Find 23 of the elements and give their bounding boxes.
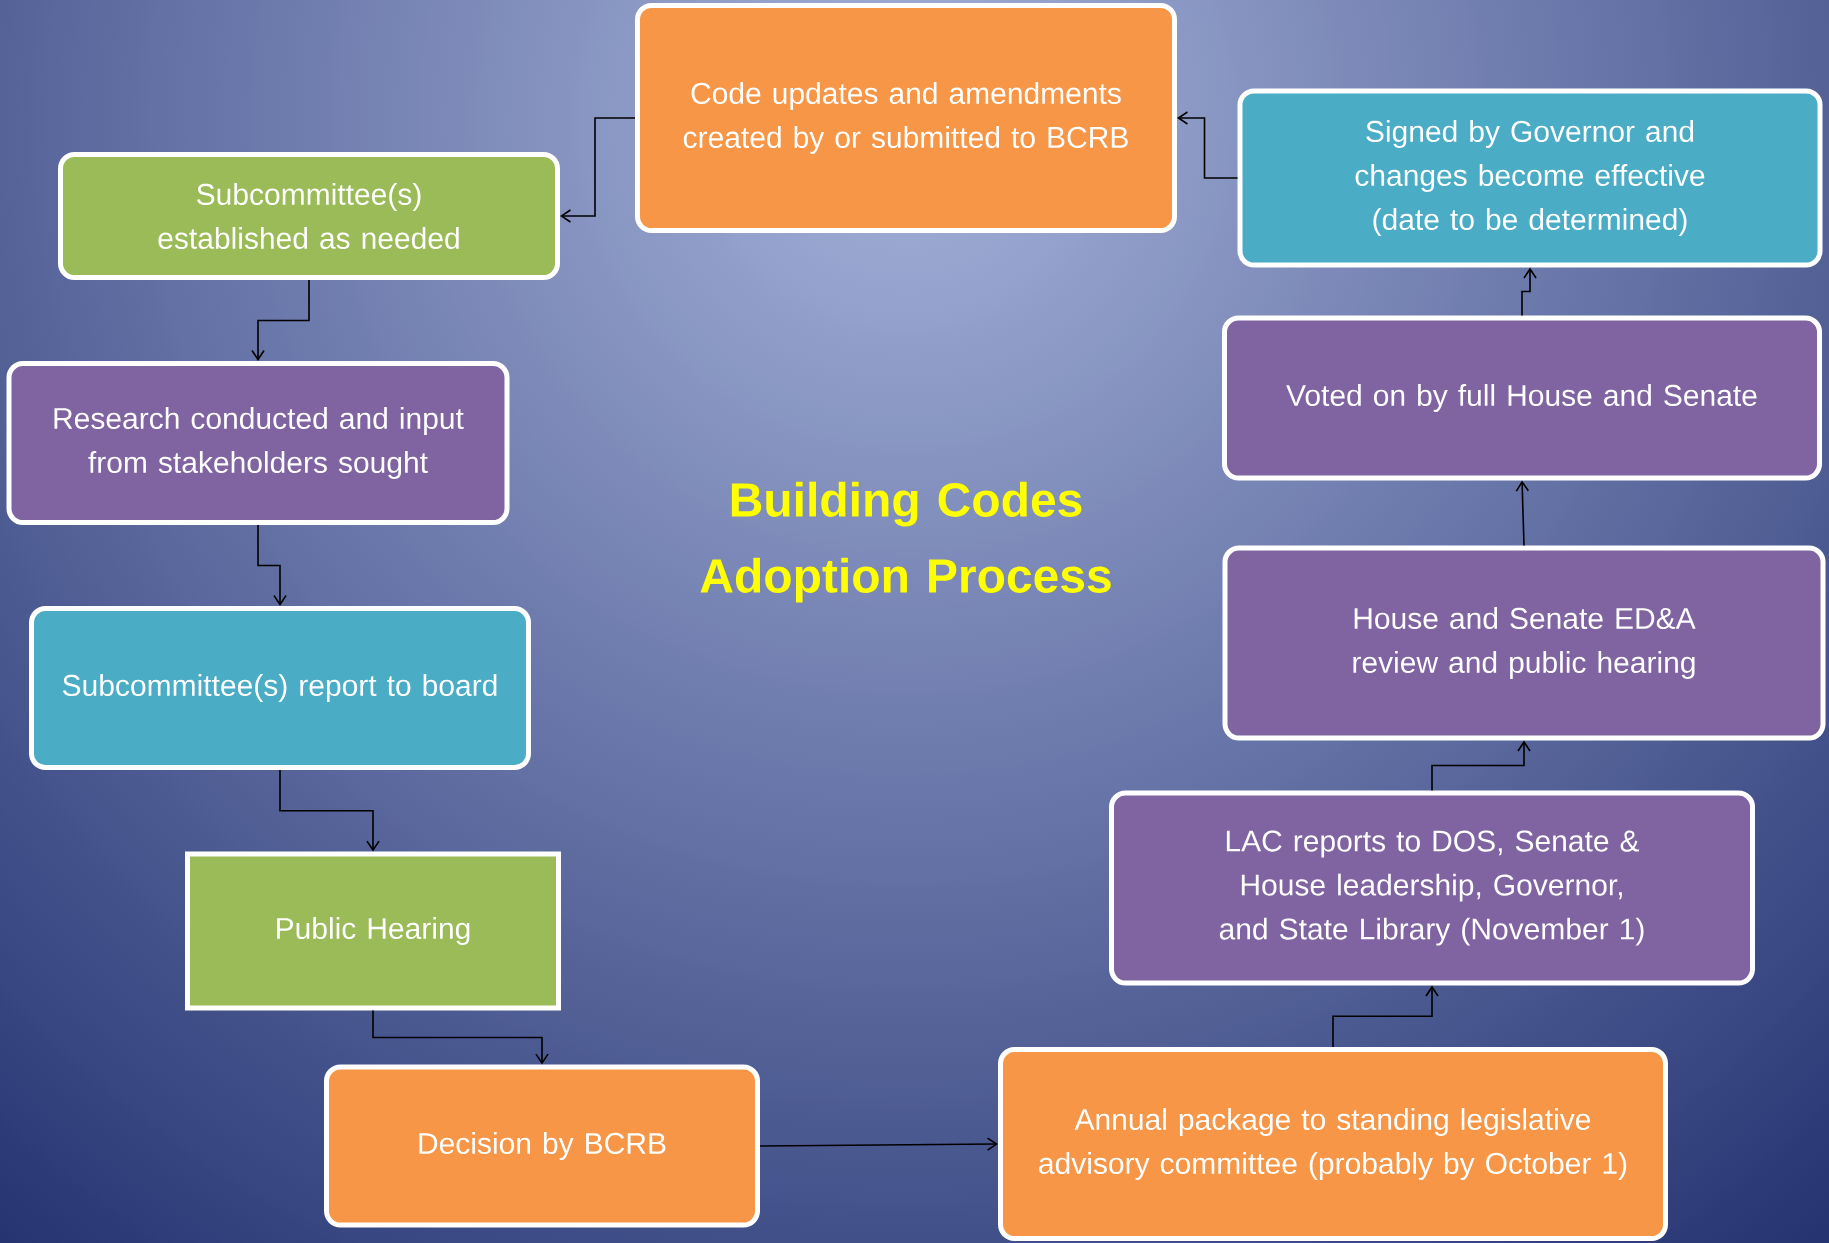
arrow <box>560 117 636 223</box>
title: Building Codes Adoption Process <box>700 481 1111 603</box>
arrow <box>759 1137 998 1151</box>
process-box: Decision by BCRB <box>324 1064 760 1228</box>
arrow <box>251 279 310 361</box>
arrow <box>1515 480 1530 547</box>
arrow <box>1521 267 1537 317</box>
process-box: Annual package to standing legislative advisory committee (probably by October 1) <box>998 1047 1668 1241</box>
arrow <box>1332 985 1439 1048</box>
process-box: House and Senate ED&A review and public hearing <box>1222 545 1826 741</box>
arrow <box>257 524 287 606</box>
process-box: Voted on by full House and Senate <box>1222 315 1822 481</box>
process-box: Public Hearing <box>185 851 561 1011</box>
process-box: Subcommittee(s) established as needed <box>58 152 560 280</box>
arrow <box>1177 111 1239 179</box>
process-box: LAC reports to DOS, Senate & House leadership, Governor, and State Library (November 1) <box>1109 790 1755 986</box>
arrow <box>279 769 380 852</box>
process-box: Research conducted and input from stakeholders sought <box>6 361 510 525</box>
process-box: Signed by Governor and changes become effective (date to be determined) <box>1237 88 1823 268</box>
process-box: Subcommittee(s) report to board <box>29 606 531 770</box>
process-box: Code updates and amendments created by or submitted to BCRB <box>635 3 1177 233</box>
arrow <box>372 1009 549 1065</box>
arrow <box>1431 740 1531 792</box>
